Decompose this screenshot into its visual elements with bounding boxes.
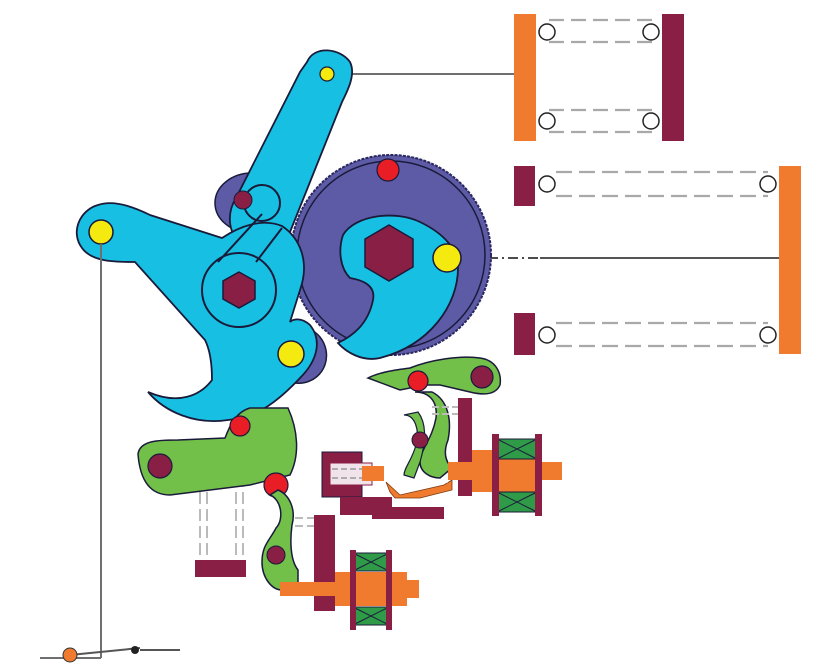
lower-latch-and-coil	[261, 489, 419, 630]
opening-spring-plate-right	[662, 14, 684, 141]
opening-spring-dashes	[549, 18, 652, 134]
upper-coil-winding	[492, 434, 542, 516]
lever-left-yellow-pin	[88, 219, 114, 245]
pivot-ring-main	[201, 252, 277, 328]
lever-lower-yellow-pin	[277, 340, 305, 368]
cam-hex-shaft	[364, 224, 414, 282]
lower-coil-frame	[314, 515, 335, 611]
lower-coil-winding	[350, 550, 392, 630]
closing-spring-assembly	[448, 166, 801, 355]
lower-left-latch	[137, 407, 298, 577]
middle-trip-plunger	[321, 451, 453, 519]
contact-black-pivot	[131, 646, 139, 654]
main-cyan-lever-arm	[76, 184, 318, 422]
upper-link-pin	[233, 190, 253, 210]
gear-red-pin	[376, 158, 400, 182]
cam-gear-wheel	[290, 154, 492, 360]
lower-left-stop-block	[195, 560, 246, 577]
opening-spring-rollers	[538, 23, 660, 130]
opening-spring-plate-left	[514, 14, 536, 141]
upper-latch-red-pin	[407, 370, 429, 392]
closing-spring-rollers	[538, 175, 777, 344]
lever-top-yellow-pin	[319, 66, 335, 82]
opening-spring-assembly	[336, 14, 684, 141]
closing-spring-stop-upper	[514, 166, 535, 206]
contact-orange-pivot	[62, 647, 78, 663]
closing-spring-plate	[779, 166, 801, 354]
closing-spring-stop-lower	[514, 313, 535, 355]
cam-yellow-pin	[432, 243, 462, 273]
upper-latch-and-coil	[366, 356, 562, 516]
closing-spring-dashes	[556, 170, 768, 348]
output-contact-linkage	[40, 244, 180, 663]
lower-latch-red-pin	[229, 415, 251, 437]
upper-coil-frame	[458, 398, 472, 496]
main-hex-shaft	[222, 271, 256, 309]
